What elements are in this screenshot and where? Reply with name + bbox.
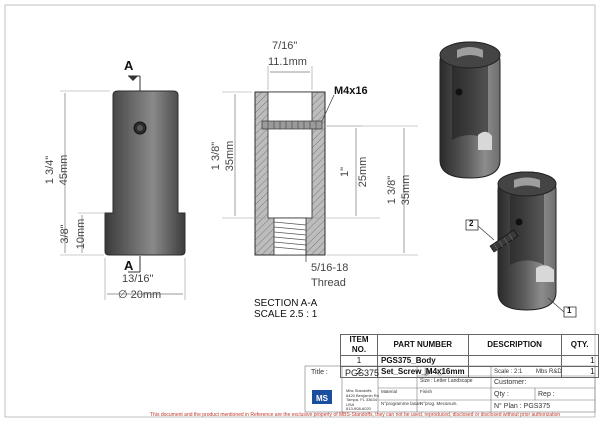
parts-table: ITEM NO. PART NUMBER DESCRIPTION QTY. 1 … — [340, 334, 599, 378]
set-screw-iso — [489, 229, 519, 253]
col-qty: QTY. — [560, 334, 599, 356]
section-marker-top: A — [124, 58, 134, 73]
section-scale: SCALE 2.5 : 1 — [254, 309, 318, 320]
col-part-number: PART NUMBER — [377, 334, 469, 356]
cell-part: PGS375_Body — [377, 355, 469, 367]
dim-flange-in: 3/8" — [59, 224, 71, 244]
title-scale: Scale : 2:1 — [494, 369, 523, 375]
sheet-border — [4, 4, 596, 418]
dim-slot-in: 7/16" — [272, 40, 298, 52]
dim-diameter-in: 13/16" — [122, 273, 154, 285]
dim-slot-depth-mm: 25mm — [357, 156, 369, 188]
dim-height-mm: 45mm — [58, 154, 70, 186]
dim-slot-depth-in: 1" — [339, 166, 351, 178]
section-title: SECTION A-A — [254, 298, 318, 309]
col-description: DESCRIPTION — [467, 334, 562, 356]
thread-label: Thread — [311, 277, 346, 289]
dim-right-mm: 35mm — [400, 174, 412, 206]
dim-slot-mm: 11.1mm — [268, 56, 307, 68]
screw-callout: M4x16 — [334, 85, 368, 97]
title-value: PGS375 — [345, 368, 380, 378]
finish-label: Finish — [420, 389, 433, 394]
balloon-1-label: 1 — [567, 306, 572, 315]
customer-label: Customer: — [494, 379, 527, 386]
dim-inner-mm: 35mm — [224, 140, 236, 172]
rep-label: Rep : — [538, 391, 555, 398]
programme-label: N°programme lasan — [381, 401, 422, 406]
prog-mec: N°prog. Mecanum. — [420, 401, 458, 406]
front-view — [60, 75, 186, 300]
cell-item: 1 — [340, 355, 378, 367]
thread-size: 5/16-18 — [311, 262, 349, 274]
cell-item: 2 — [340, 366, 378, 378]
title-label: Title : — [311, 369, 328, 376]
company-logo: MS — [312, 390, 332, 404]
company-name: Mbs R&D — [536, 369, 562, 375]
qty-label: Qty : — [494, 391, 509, 398]
cell-qty: 1 — [560, 355, 599, 367]
table-row: 1 PGS375_Body 1 — [340, 355, 599, 367]
cell-qty: 1 — [560, 366, 599, 378]
cell-desc — [467, 355, 562, 367]
balloon-2-label: 2 — [469, 219, 474, 228]
table-row: 2 Set_Screw_M4x16mm 1 — [340, 366, 599, 378]
section-view — [222, 66, 418, 262]
dim-inner-in: 1 3/8" — [210, 141, 222, 171]
dim-height-in: 1 3/4" — [44, 155, 56, 185]
cell-part: Set_Screw_M4x16mm — [377, 366, 469, 378]
isometric-view-body — [439, 41, 501, 179]
col-item-no: ITEM NO. — [340, 334, 378, 356]
dim-flange-mm: 10mm — [75, 218, 87, 250]
section-marker-bottom: A — [124, 258, 134, 273]
material-label: Material — [381, 389, 398, 394]
balloon-2 — [465, 219, 479, 231]
copyright-footer: This document and the product mentioned … — [150, 412, 561, 418]
company-logo-text: MS — [316, 394, 329, 403]
balloon-1 — [563, 306, 577, 318]
dim-diameter-mm: ∅ 20mm — [118, 289, 162, 301]
dim-right-in: 1 3/8" — [386, 175, 398, 205]
company-address: Mbs Standoffs 8420 Benjamin Rd Tampa, FL… — [346, 388, 379, 411]
isometric-view-assembly — [465, 171, 577, 318]
parts-table-header: ITEM NO. PART NUMBER DESCRIPTION QTY. — [340, 334, 599, 356]
plan-number: N° Plan : PGS375 — [494, 403, 551, 410]
sheet-size: Size : Letter Landscape — [420, 378, 473, 384]
